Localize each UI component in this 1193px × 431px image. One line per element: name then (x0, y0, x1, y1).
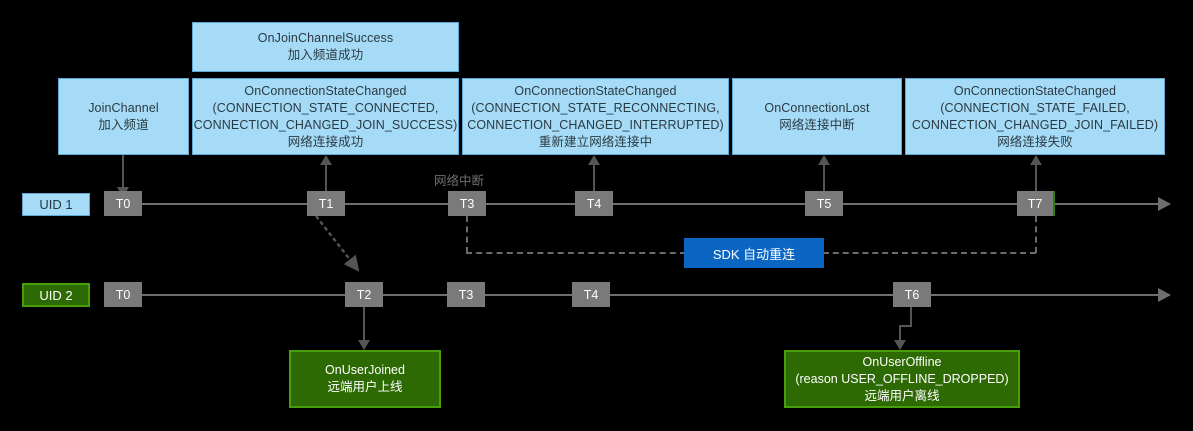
event-box-connection-connected: OnConnectionStateChanged (CONNECTION_STA… (192, 78, 459, 155)
timeline-axis-1-arrowhead (1158, 197, 1171, 211)
connector-t5-to-connection-lost (823, 165, 825, 195)
arrow-t7-to-connection-failed (1030, 155, 1042, 165)
arrow-t2-to-on-user-joined (358, 340, 370, 350)
dash-t7-up (1035, 216, 1037, 253)
timeline-axis-1 (104, 203, 1160, 205)
event-box-line: (CONNECTION_STATE_CONNECTED, (212, 100, 439, 115)
arrow-t5-to-connection-lost (818, 155, 830, 165)
event-box-line: OnConnectionStateChanged (244, 83, 407, 98)
event-box-connection-reconnecting: OnConnectionStateChanged (CONNECTION_STA… (462, 78, 729, 155)
connector-t6-segment-1 (910, 307, 912, 326)
label-network-interrupted: 网络中断 (434, 174, 485, 188)
timeline-2-tick-t3: T3 (447, 282, 485, 307)
arrow-t6-to-on-user-offline (894, 340, 906, 350)
green-box-on-user-offline: OnUserOffline (reason USER_OFFLINE_DROPP… (784, 350, 1020, 408)
timeline-2-tick-t4: T4 (572, 282, 610, 307)
event-box-line: CONNECTION_CHANGED_JOIN_FAILED) (911, 117, 1159, 132)
event-box-line: 网络连接中断 (779, 117, 855, 132)
event-box-line: OnJoinChannelSuccess (257, 31, 394, 45)
green-box-line: (reason USER_OFFLINE_DROPPED) (795, 371, 1009, 386)
connector-t6-segment-3 (899, 325, 901, 343)
event-box-join-channel: JoinChannel 加入频道 (58, 78, 189, 155)
dash-t3-down (466, 216, 468, 253)
event-box-line: JoinChannel (88, 100, 159, 115)
green-box-line: OnUserOffline (862, 354, 942, 369)
timeline-1-tick-t3: T3 (448, 191, 486, 216)
timeline-1-tick-t4: T4 (575, 191, 613, 216)
event-box-line: 网络连接成功 (287, 134, 364, 149)
arrow-t1-to-t2-svg (315, 215, 360, 272)
sdk-auto-reconnect-box: SDK 自动重连 (684, 238, 824, 268)
connector-t4-to-reconnecting (593, 165, 595, 195)
timeline-axis-2-arrowhead (1158, 288, 1171, 302)
event-box-line: (CONNECTION_STATE_FAILED, (940, 100, 1130, 115)
event-box-line: OnConnectionStateChanged (953, 83, 1117, 98)
timeline-axis-2 (104, 294, 1160, 296)
arrow-t4-to-reconnecting (588, 155, 600, 165)
timeline-1-tick-t5: T5 (805, 191, 843, 216)
event-box-line: CONNECTION_CHANGED_INTERRUPTED) (467, 117, 724, 132)
timeline-1-tick-t0: T0 (104, 191, 142, 216)
connector-joinchannel-to-t0 (122, 155, 124, 189)
arrow-t1-to-t2 (310, 214, 380, 284)
uid-badge-1: UID 1 (22, 193, 90, 216)
timeline-2-tick-t0: T0 (104, 282, 142, 307)
event-box-connection-lost: OnConnectionLost 网络连接中断 (732, 78, 902, 155)
timeline-1-tick-t1: T1 (307, 191, 345, 216)
event-box-line: 加入频道 (98, 117, 149, 132)
event-box-line: OnConnectionLost (764, 100, 870, 115)
green-box-on-user-joined: OnUserJoined 远端用户上线 (289, 350, 441, 408)
event-box-line: CONNECTION_CHANGED_JOIN_SUCCESS) (193, 117, 458, 132)
connector-t2-to-on-user-joined (363, 307, 365, 343)
timeline-1-tick-t7: T7 (1017, 191, 1055, 216)
event-box-on-join-channel-success: OnJoinChannelSuccess 加入频道成功 (192, 22, 459, 72)
arrow-t1-to-connected (320, 155, 332, 165)
event-box-line: 网络连接失败 (997, 134, 1073, 149)
dash-t3-to-sdk (466, 252, 686, 254)
event-box-connection-failed: OnConnectionStateChanged (CONNECTION_STA… (905, 78, 1165, 155)
event-box-line: OnConnectionStateChanged (514, 83, 677, 98)
connector-t6-segment-2 (899, 325, 912, 327)
green-box-line: 远端用户上线 (327, 380, 403, 394)
timeline-2-tick-t6: T6 (893, 282, 931, 307)
event-box-line: (CONNECTION_STATE_RECONNECTING, (471, 100, 720, 115)
event-box-line: 重新建立网络连接中 (538, 134, 653, 149)
dash-sdk-to-t7 (823, 252, 1036, 254)
green-box-line: 远端用户离线 (864, 388, 940, 403)
event-box-line: 加入频道成功 (287, 48, 364, 62)
green-box-line: OnUserJoined (325, 363, 405, 377)
connector-t7-to-connection-failed (1035, 165, 1037, 195)
uid-badge-2: UID 2 (22, 283, 90, 307)
timeline-2-tick-t2: T2 (345, 282, 383, 307)
connector-t1-to-connected (325, 165, 327, 195)
